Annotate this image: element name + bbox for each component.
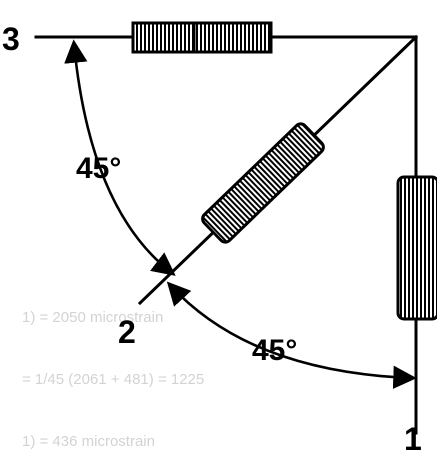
gauge-2-label: 2: [118, 314, 136, 350]
lower-angle-arc: [166, 281, 417, 389]
gauge-1-body: [396, 175, 437, 321]
faint-text-line-2: = 1/45 (2061 + 481) = 1225: [22, 371, 204, 388]
upper-angle-arc: [64, 39, 176, 276]
faint-text-line-1: 1) = 2050 microstrain: [22, 309, 163, 326]
gauge-3-body: [131, 21, 273, 54]
lower-angle-label: 45°: [252, 334, 297, 367]
gauge-2-body: [201, 122, 325, 244]
faint-text-line-3: 1) = 436 microstrain: [22, 433, 155, 450]
gauge-3-label: 3: [2, 21, 20, 57]
faint-background-text: 1) = 2050 microstrain = 1/45 (2061 + 481…: [22, 309, 204, 450]
angle-arcs: [64, 39, 417, 389]
gauge-1-label: 1: [404, 421, 422, 454]
upper-angle-label: 45°: [76, 152, 121, 185]
